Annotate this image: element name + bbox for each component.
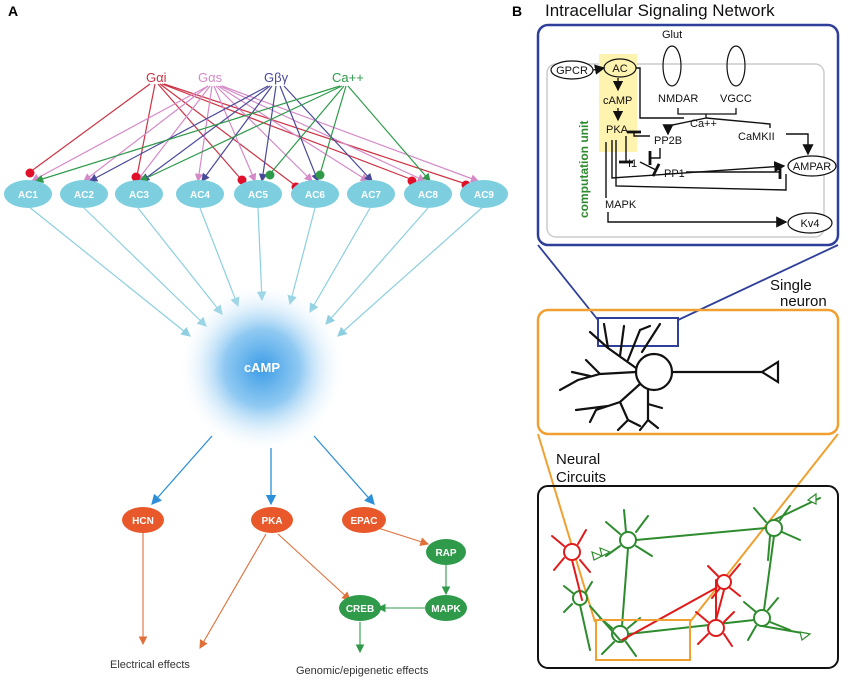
camp-glow	[178, 282, 346, 454]
ac-label: AC2	[74, 190, 94, 201]
nmdar-channel	[662, 45, 682, 87]
neural-circuits-label-2: Circuits	[556, 469, 606, 486]
single-neuron-label-1: Single	[770, 277, 812, 294]
vgcc-channel	[726, 45, 746, 87]
camp-label-b: cAMP	[603, 95, 632, 107]
nmdar-label: NMDAR	[658, 93, 698, 105]
pka-label-b: PKA	[606, 124, 629, 136]
ac-node	[347, 180, 395, 208]
source-connections	[29, 83, 480, 187]
ac-label: AC5	[248, 190, 268, 201]
ac-label: AC7	[361, 190, 381, 201]
ac-node	[404, 180, 452, 208]
effector-pka: PKA	[261, 516, 282, 527]
circuit-zoom-box	[595, 619, 691, 661]
node-mapk: MAPK	[431, 604, 461, 615]
ac-node	[176, 180, 224, 208]
node-creb: CREB	[346, 604, 374, 615]
downstream-arrows	[138, 527, 451, 654]
ac-node	[234, 180, 282, 208]
network-edges	[605, 67, 814, 228]
network-title: Intracellular Signaling Network	[545, 1, 775, 20]
single-neuron-drawing	[558, 322, 780, 432]
ac-node	[4, 180, 52, 208]
ac-label: AC8	[418, 190, 438, 201]
ac-label: AC1	[18, 190, 38, 201]
ampar-label: AMPAR	[793, 161, 831, 173]
source-ca: Ca++	[332, 70, 364, 85]
panel-b-letter: B	[512, 3, 522, 19]
node-rap: RAP	[435, 548, 456, 559]
single-neuron-label-2: neuron	[780, 293, 827, 310]
computation-unit-highlight	[599, 54, 637, 152]
vgcc-label: VGCC	[720, 93, 752, 105]
dendrite-zoom-box	[597, 317, 679, 347]
ac-row: AC1 AC2 AC3 AC4 AC5 AC6 AC7 AC8 AC9	[4, 180, 508, 208]
ac-to-camp-arrows	[27, 205, 485, 337]
effector-node	[122, 507, 164, 533]
computation-unit-label: computation unit	[577, 121, 591, 218]
effect-genomic: Genomic/epigenetic effects	[296, 665, 429, 677]
camp-to-effector-arrows	[151, 435, 375, 506]
ac-label: AC3	[129, 190, 149, 201]
source-gbg: Gβγ	[264, 70, 289, 85]
gpcr-label: GPCR	[556, 65, 588, 77]
effector-hcn: HCN	[132, 516, 154, 527]
source-gas: Gαs	[198, 70, 223, 85]
ac-node	[291, 180, 339, 208]
ac-node	[60, 180, 108, 208]
ca-label-b: Ca++	[690, 118, 717, 130]
single-neuron-box	[536, 308, 840, 436]
effector-epac: EPAC	[350, 516, 377, 527]
neural-circuits-label-1: Neural	[556, 451, 600, 468]
downstream-node	[426, 539, 466, 565]
camp-label: cAMP	[244, 360, 280, 375]
effector-node	[342, 507, 386, 533]
circuit-network	[551, 492, 821, 657]
ac-label-b: AC	[612, 63, 627, 75]
neural-circuits-box	[537, 485, 839, 669]
kv4-node	[787, 212, 833, 234]
ac-node	[115, 180, 163, 208]
signaling-network-box	[536, 23, 840, 247]
downstream-node	[425, 595, 467, 621]
ac-label: AC9	[474, 190, 494, 201]
downstream-node	[339, 595, 381, 621]
effect-electrical: Electrical effects	[110, 659, 190, 671]
panel-a-letter: A	[8, 3, 18, 19]
ampar-node	[787, 155, 837, 177]
cell-membrane	[546, 63, 825, 238]
ac-label: AC4	[190, 190, 210, 201]
kv4-label: Kv4	[801, 218, 820, 230]
source-gai: Gαi	[146, 70, 167, 85]
ac-node	[460, 180, 508, 208]
camkii-label: CaMKII	[738, 131, 775, 143]
mapk-label-b: MAPK	[605, 199, 637, 211]
pp2b-label: PP2B	[654, 135, 682, 147]
i1-label: I1	[628, 158, 637, 170]
effector-node	[251, 507, 293, 533]
ac-label: AC6	[305, 190, 325, 201]
glut-label: Glut	[662, 29, 682, 41]
